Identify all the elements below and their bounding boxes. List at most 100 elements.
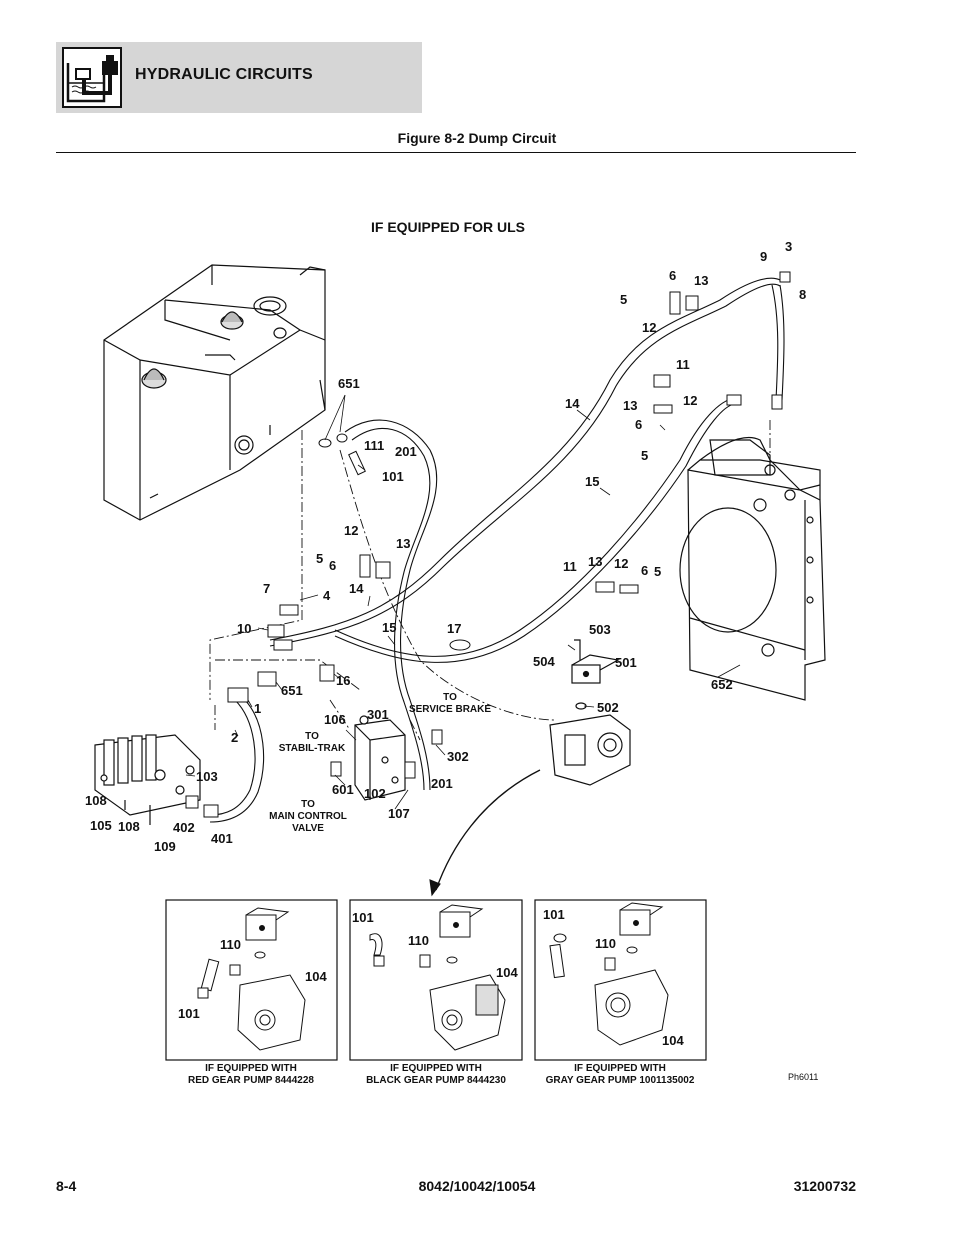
callout-14: 14	[349, 581, 364, 596]
inset-black-callout-101: 101	[352, 910, 374, 925]
figure-title: Figure 8-2 Dump Circuit	[397, 130, 557, 146]
inset-gray-caption: IF EQUIPPED WITH GRAY GEAR PUMP 10011350…	[525, 1063, 715, 1087]
note-line: SERVICE BRAKE	[408, 704, 492, 715]
callout-12: 12	[614, 556, 628, 571]
hydraulic-reservoir-icon	[62, 47, 122, 108]
inset-black-caption: IF EQUIPPED WITH BLACK GEAR PUMP 8444230	[346, 1063, 526, 1087]
callout-5: 5	[316, 551, 323, 566]
callout-leaders	[185, 394, 741, 810]
inset-red-callout-101: 101	[178, 1006, 200, 1021]
inset-gray-callout-110: 110	[595, 936, 616, 951]
callout-8: 8	[799, 287, 806, 302]
callout-107: 107	[388, 806, 410, 821]
callout-601: 601	[332, 782, 354, 797]
hidden-routing-lines	[209, 420, 771, 741]
inset-red-gear-pump	[197, 907, 306, 1051]
inset-gray-callout-104: 104	[662, 1033, 684, 1048]
callout-15: 15	[382, 620, 396, 635]
uls-label: IF EQUIPPED FOR ULS	[371, 219, 525, 235]
callout-102: 102	[364, 786, 386, 801]
callout-12: 12	[642, 320, 656, 335]
inset-gray-callout-101: 101	[543, 907, 565, 922]
callout-302: 302	[447, 749, 469, 764]
caption-line: IF EQUIPPED WITH	[574, 1063, 666, 1074]
callout-108: 108	[118, 819, 140, 834]
callout-108: 108	[85, 793, 107, 808]
callout-301: 301	[367, 707, 389, 722]
callout-6: 6	[635, 417, 642, 432]
callout-502: 502	[597, 700, 619, 715]
callout-402: 402	[173, 820, 195, 835]
section-title: HYDRAULIC CIRCUITS	[135, 66, 313, 83]
callout-5: 5	[654, 564, 661, 579]
inset-red-callout-110: 110	[220, 937, 241, 952]
callout-12: 12	[344, 523, 358, 538]
photo-id: Ph6011	[788, 1072, 818, 1082]
callout-15: 15	[585, 474, 599, 489]
callout-503: 503	[589, 622, 611, 637]
stabil-trak-valve-block	[354, 715, 406, 801]
callout-9: 9	[760, 249, 767, 264]
hydraulic-hoses	[209, 277, 785, 897]
callout-6: 6	[329, 558, 336, 573]
callout-13: 13	[623, 398, 637, 413]
callout-13: 13	[396, 536, 410, 551]
callout-201: 201	[395, 444, 417, 459]
note-line: STABIL-TRAK	[278, 743, 346, 754]
inset-black-gear-pump	[369, 904, 506, 1051]
callout-5: 5	[641, 448, 648, 463]
callout-401: 401	[211, 831, 233, 846]
callout-10: 10	[237, 621, 251, 636]
pump-assembly	[549, 639, 631, 786]
main-control-valve	[94, 734, 201, 825]
callout-106: 106	[324, 712, 346, 727]
note-to-stabil-trak: TO STABIL-TRAK	[262, 731, 362, 755]
callout-11: 11	[676, 357, 690, 372]
caption-line: BLACK GEAR PUMP 8444230	[366, 1075, 506, 1086]
hydraulic-tank	[103, 264, 326, 521]
note-to-main-control-valve: TO MAIN CONTROL VALVE	[258, 799, 358, 835]
callout-504: 504	[533, 654, 555, 669]
inset-gray-gear-pump	[549, 902, 669, 1046]
callout-6: 6	[641, 563, 648, 578]
callout-7: 7	[263, 581, 270, 596]
callout-201: 201	[431, 776, 453, 791]
note-line: MAIN CONTROL	[269, 811, 347, 822]
oil-cooler	[679, 436, 826, 701]
document-number: 31200732	[793, 1178, 856, 1194]
callout-109: 109	[154, 839, 176, 854]
callout-6: 6	[669, 268, 676, 283]
callout-501: 501	[615, 655, 637, 670]
fittings	[185, 271, 791, 818]
callout-4: 4	[323, 588, 331, 603]
caption-line: IF EQUIPPED WITH	[205, 1063, 297, 1074]
inset-red-callout-104: 104	[305, 969, 327, 984]
model-numbers: 8042/10042/10054	[418, 1178, 536, 1194]
note-line: TO	[305, 731, 319, 742]
callout-103: 103	[196, 769, 218, 784]
note-line: TO	[301, 799, 315, 810]
callout-651: 651	[281, 683, 303, 698]
callout-17: 17	[447, 621, 461, 636]
caption-line: GRAY GEAR PUMP 1001135002	[545, 1075, 695, 1086]
caption-line: IF EQUIPPED WITH	[390, 1063, 482, 1074]
note-to-service-brake: TO SERVICE BRAKE	[400, 692, 500, 716]
note-line: VALVE	[292, 823, 324, 834]
callout-13: 13	[694, 273, 708, 288]
callout-11: 11	[563, 559, 577, 574]
callout-651: 651	[338, 376, 360, 391]
callout-101: 101	[382, 469, 404, 484]
callout-652: 652	[711, 677, 733, 692]
header-rule	[56, 152, 856, 153]
inset-red-caption: IF EQUIPPED WITH RED GEAR PUMP 8444228	[161, 1063, 341, 1087]
page-number: 8-4	[56, 1178, 77, 1194]
caption-line: RED GEAR PUMP 8444228	[188, 1075, 314, 1086]
callout-2: 2	[231, 730, 238, 745]
callout-13: 13	[588, 554, 602, 569]
callout-12: 12	[683, 393, 697, 408]
callout-16: 16	[336, 673, 350, 688]
callout-105: 105	[90, 818, 112, 833]
inset-boxes	[165, 899, 707, 1061]
callout-14: 14	[565, 396, 580, 411]
